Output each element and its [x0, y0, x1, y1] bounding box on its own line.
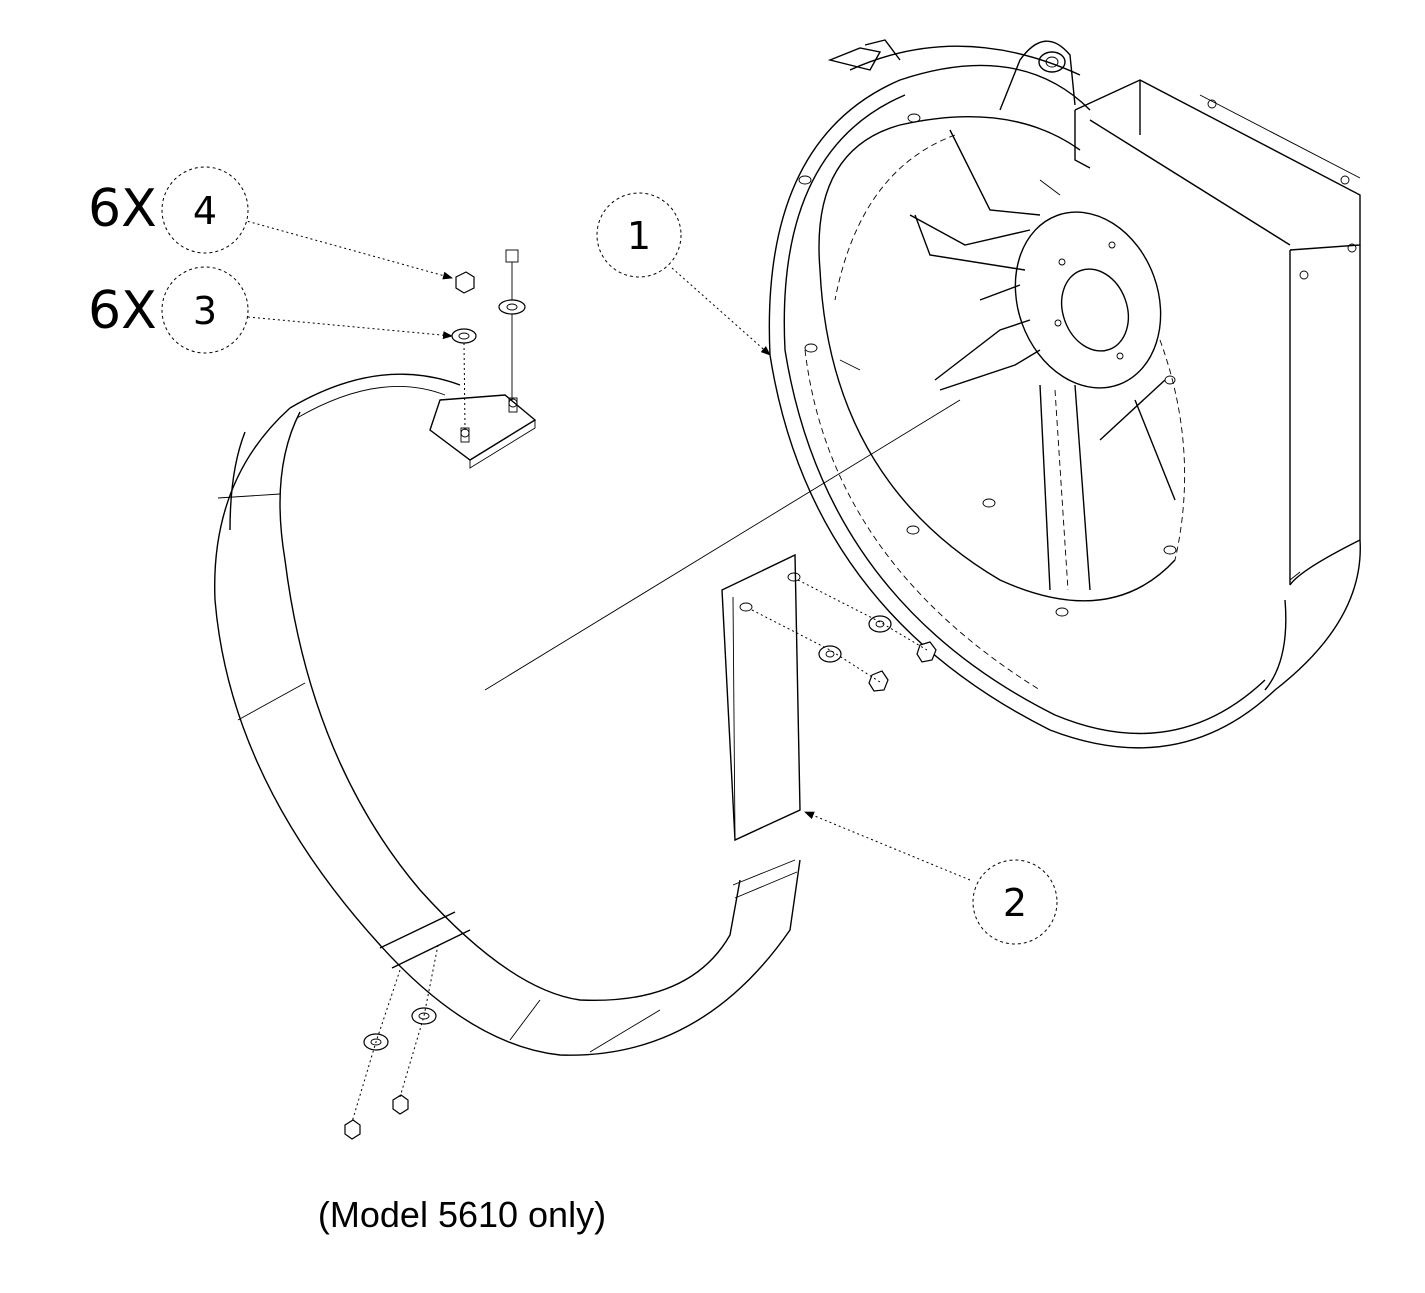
fan-housing: [768, 39, 1361, 749]
center-axis: [484, 399, 961, 691]
leader-1: [671, 267, 771, 356]
svg-text:3: 3: [193, 289, 217, 333]
svg-text:4: 4: [193, 189, 217, 233]
callout-1: 1: [596, 192, 682, 278]
model-caption: (Model 5610 only): [318, 1194, 606, 1235]
fastener-hardware: [344, 249, 937, 1140]
leader-2: [804, 811, 971, 881]
callout-4: 4: [161, 166, 249, 254]
leader-4: [242, 219, 453, 280]
housing-band: [214, 373, 801, 1056]
leader-3: [247, 316, 453, 340]
quantity-label-4: 6X: [88, 179, 157, 239]
quantity-label-3: 6X: [88, 281, 157, 341]
callout-3: 3: [161, 266, 249, 354]
callout-2: 2: [972, 859, 1058, 945]
svg-text:2: 2: [1003, 881, 1027, 925]
svg-text:1: 1: [627, 214, 651, 258]
